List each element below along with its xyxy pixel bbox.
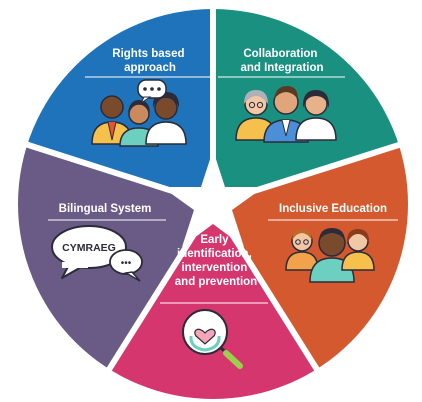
label-collaboration-and-integration: Collaboration and Integration xyxy=(240,48,323,74)
bubble-cymraeg-text: CYMRAEG xyxy=(62,242,116,254)
inclusive-children-illustration xyxy=(285,228,375,283)
early-identification-illustration xyxy=(182,309,243,369)
label-early-identification: Early identification, intervention and p… xyxy=(175,234,257,288)
speech-bubble-icon xyxy=(137,79,167,105)
magnifier-icon xyxy=(182,309,228,355)
bubble-dots-text: ••• xyxy=(121,258,132,269)
speech-bubble-icon: ••• xyxy=(109,249,143,282)
label-bilingual-system: Bilingual System xyxy=(59,203,152,215)
label-rights-based-approach: Rights based approach xyxy=(112,48,187,74)
magnifier-grip xyxy=(223,350,243,369)
label-inclusive-education: Inclusive Education xyxy=(279,203,387,215)
heart-icon xyxy=(194,328,216,345)
center-star xyxy=(162,150,264,247)
person-icon xyxy=(145,92,187,145)
speech-bubble-icon: CYMRAEG xyxy=(51,225,127,279)
hands-icon xyxy=(189,335,221,352)
bilingual-bubbles-illustration: CYMRAEG ••• xyxy=(51,225,143,282)
person-icon xyxy=(295,90,337,141)
rights-people-illustration xyxy=(91,79,187,147)
collaboration-people-illustration xyxy=(235,86,337,143)
person-icon xyxy=(341,229,375,271)
